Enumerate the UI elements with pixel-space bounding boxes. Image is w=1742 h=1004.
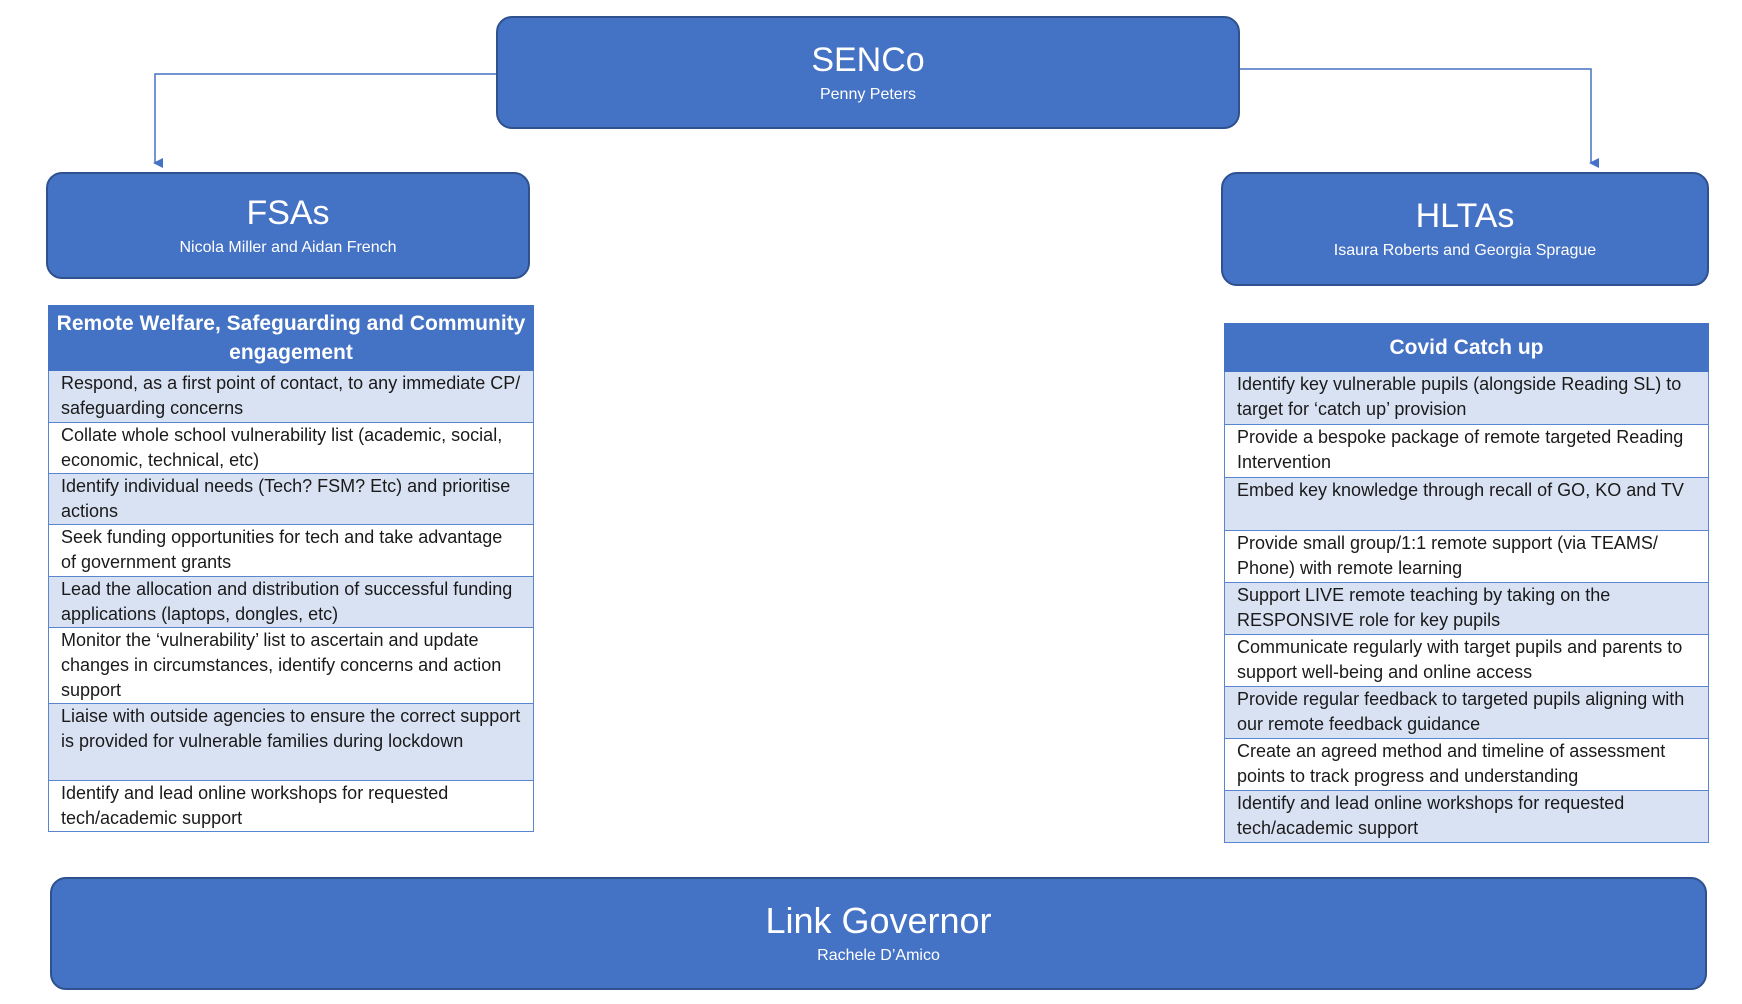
hlta-duty-row: Identify key vulnerable pupils (alongsid… <box>1224 371 1709 425</box>
link-governor-node: Link Governor Rachele D’Amico <box>50 877 1707 990</box>
fsa-duties-table: Remote Welfare, Safeguarding and Communi… <box>48 305 534 832</box>
fsa-duty-row: Identify individual needs (Tech? FSM? Et… <box>48 473 534 525</box>
senco-node: SENCo Penny Peters <box>496 16 1240 129</box>
fsa-duty-row: Seek funding opportunities for tech and … <box>48 524 534 577</box>
fsas-title: FSAs <box>246 193 330 232</box>
hltas-node: HLTAs Isaura Roberts and Georgia Sprague <box>1221 172 1709 286</box>
hlta-duties-header: Covid Catch up <box>1224 323 1709 372</box>
fsa-duty-row: Monitor the ‘vulnerability’ list to asce… <box>48 627 534 704</box>
senco-to-hltas-arrow <box>1240 68 1599 168</box>
senco-to-fsas-arrow <box>153 73 496 168</box>
hlta-duty-row: Embed key knowledge through recall of GO… <box>1224 477 1709 531</box>
hltas-names: Isaura Roberts and Georgia Sprague <box>1333 242 1597 259</box>
senco-name: Penny Peters <box>819 85 917 103</box>
fsa-duty-row: Liaise with outside agencies to ensure t… <box>48 703 534 781</box>
hlta-duty-row: Provide small group/1:1 remote support (… <box>1224 530 1709 583</box>
hlta-duties-table: Covid Catch up Identify key vulnerable p… <box>1224 323 1709 843</box>
hlta-duty-row: Create an agreed method and timeline of … <box>1224 738 1709 791</box>
fsa-duty-row: Respond, as a first point of contact, to… <box>48 370 534 423</box>
link-governor-name: Rachele D’Amico <box>817 946 940 964</box>
fsa-duty-row: Lead the allocation and distribution of … <box>48 576 534 628</box>
fsas-names: Nicola Miller and Aidan French <box>179 238 397 256</box>
hltas-title: HLTAs <box>1415 197 1515 235</box>
fsa-duty-row: Identify and lead online workshops for r… <box>48 780 534 832</box>
fsas-node: FSAs Nicola Miller and Aidan French <box>46 172 530 279</box>
hlta-duty-row: Identify and lead online workshops for r… <box>1224 790 1709 843</box>
hlta-duty-row: Provide a bespoke package of remote targ… <box>1224 424 1709 478</box>
hlta-duty-row: Provide regular feedback to targeted pup… <box>1224 686 1709 739</box>
fsa-duty-row: Collate whole school vulnerability list … <box>48 422 534 474</box>
fsa-duties-header: Remote Welfare, Safeguarding and Communi… <box>48 305 534 371</box>
senco-title: SENCo <box>811 40 925 79</box>
hlta-duty-row: Support LIVE remote teaching by taking o… <box>1224 582 1709 635</box>
link-governor-title: Link Governor <box>765 899 992 941</box>
hlta-duty-row: Communicate regularly with target pupils… <box>1224 634 1709 687</box>
